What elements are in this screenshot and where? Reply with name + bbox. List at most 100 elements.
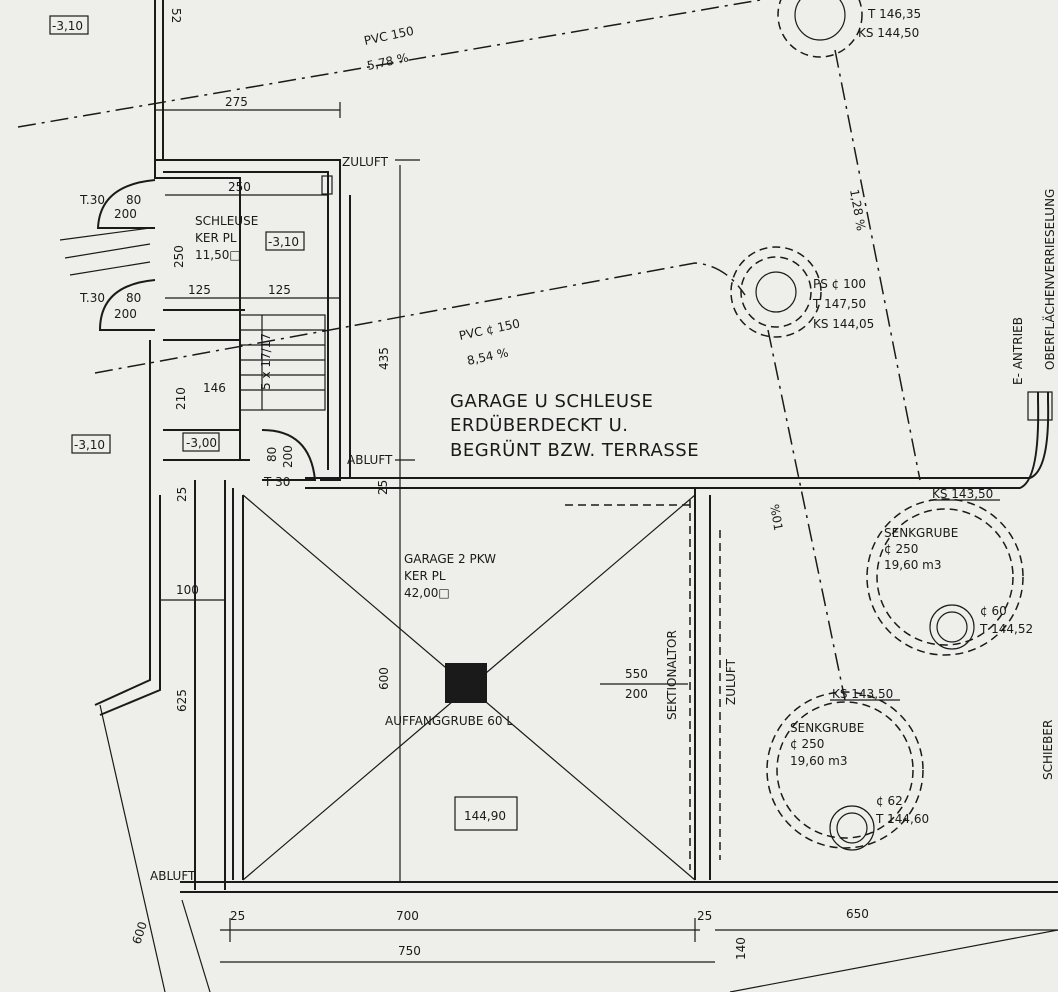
slope-top: 5,78 % xyxy=(366,51,410,73)
dim-b25a: 25 xyxy=(230,909,245,923)
pit2-name: SENKGRUBE xyxy=(790,721,864,735)
senkgrube-2 xyxy=(766,691,924,851)
garage-floor: KER PL xyxy=(404,569,446,583)
sektionaltor-label: SEKTIONALTOR xyxy=(665,630,679,720)
dim-b140: 140 xyxy=(734,937,748,960)
schleuse-right-double xyxy=(339,160,351,478)
dim-146: 146 xyxy=(203,381,226,395)
schleuse-walls xyxy=(154,159,341,481)
ks-upper: KS 143,50 xyxy=(932,487,993,501)
dim-b750: 750 xyxy=(398,944,421,958)
door-bottom-width: 80 xyxy=(126,291,141,305)
garage-name: GARAGE 2 PKW xyxy=(404,552,496,566)
dim-b600: 600 xyxy=(130,920,150,946)
dim-200: 200 xyxy=(625,687,648,701)
pit2-vol: 19,60 m3 xyxy=(790,754,848,768)
abluft-bottom: ABLUFT xyxy=(150,869,196,883)
door-bottom-height: 200 xyxy=(114,307,137,321)
level-schleuse: -3,10 xyxy=(268,235,299,249)
dim-bottom-line-1 xyxy=(220,918,700,942)
drain-line-diag xyxy=(767,329,846,701)
door-small-height: 200 xyxy=(281,445,295,468)
dim-275: 275 xyxy=(225,95,248,109)
small-room-box xyxy=(182,432,220,452)
slope-right: 1,28 % xyxy=(847,188,868,232)
pit2-t: T 144,60 xyxy=(875,812,929,826)
dim-210: 210 xyxy=(174,387,188,410)
dim-275-line xyxy=(155,102,341,118)
sektionaltor-track xyxy=(689,500,721,870)
dim-b700: 700 xyxy=(396,909,419,923)
schleuse-name: SCHLEUSE xyxy=(195,214,258,228)
pit1-dia: ¢ 250 xyxy=(884,542,918,556)
garage-bottom-wall xyxy=(180,881,1058,893)
left-slope-line xyxy=(99,704,166,992)
ps-manhole xyxy=(730,246,822,338)
ps-t: T 147,50 xyxy=(812,297,866,311)
pvc-pipe-mid xyxy=(94,262,746,374)
pvc-pipe-top xyxy=(17,0,761,128)
ps-label: PS ¢ 100 xyxy=(813,277,866,291)
drain-line-right xyxy=(834,49,921,481)
door-small-label: T 30 xyxy=(263,475,290,489)
left-slope-line-2 xyxy=(181,899,211,992)
dim-125b: 125 xyxy=(268,283,291,297)
dim-b25b: 25 xyxy=(697,909,712,923)
main-label-3: BEGRÜNT BZW. TERRASSE xyxy=(450,439,699,461)
property-wall-left xyxy=(154,0,164,165)
top-number: 52 xyxy=(169,8,183,23)
dim-125a: 125 xyxy=(188,283,211,297)
level-box-left-mid xyxy=(71,434,111,454)
pvc-top: PVC 150 xyxy=(363,24,415,48)
dim-550: 550 xyxy=(625,667,648,681)
ks-lower: KS 143,50 xyxy=(832,687,893,701)
garage-pit: AUFFANGGRUBE 60 L xyxy=(385,714,513,728)
main-label-1: GARAGE U SCHLEUSE xyxy=(450,391,653,412)
dim-600: 600 xyxy=(377,667,391,690)
left-corridor-wall xyxy=(94,340,161,716)
collection-pit xyxy=(445,663,487,703)
pit1-vol: 19,60 m3 xyxy=(884,558,942,572)
main-label-2: ERDÜBERDECKT U. xyxy=(450,414,628,436)
pit1-t: T 144,52 xyxy=(979,622,1033,636)
door-arc-bottom xyxy=(98,279,156,331)
dim-100: 100 xyxy=(176,583,199,597)
zuluft-top: ZULUFT xyxy=(342,155,389,169)
ps-ks: KS 144,05 xyxy=(813,317,874,331)
senkgrube-1 xyxy=(866,498,1024,656)
dim-b650: 650 xyxy=(846,907,869,921)
garage-top-wall xyxy=(305,392,1050,489)
schleuse-column xyxy=(321,175,333,195)
garage-area: 42,00□ xyxy=(404,586,450,600)
level-box-top-left xyxy=(49,15,89,35)
slope-diag: %01 xyxy=(767,503,785,532)
garage-left-wall xyxy=(232,488,244,880)
dim-625: 625 xyxy=(175,689,189,712)
garage-right-wall xyxy=(694,488,711,880)
dim-25b: 25 xyxy=(376,480,390,495)
level-garage-floor: 144,90 xyxy=(464,809,506,823)
schieber-label: SCHIEBER xyxy=(1041,720,1055,780)
door-arc-top xyxy=(96,179,156,229)
door-top-height: 200 xyxy=(114,207,137,221)
manhole-top-t: T 146,35 xyxy=(867,7,921,21)
level-top-left: -3,10 xyxy=(52,19,83,33)
dim-435: 435 xyxy=(377,347,391,370)
abluft-mid: ABLUFT xyxy=(347,453,393,467)
pit2-dia: ¢ 250 xyxy=(790,737,824,751)
stair-label: 5 x 17/17 xyxy=(259,333,273,390)
left-passage-walls xyxy=(194,480,226,890)
right-vertical-label: OBERFLÄCHENVERRIESELUNG xyxy=(1042,189,1057,370)
schleuse-area: 11,50□ xyxy=(195,248,241,262)
door-top-width: 80 xyxy=(126,193,141,207)
door-bottom-label: T.30 xyxy=(79,291,105,305)
dim-250b: 250 xyxy=(172,245,186,268)
pit2-shaft: ¢ 62 xyxy=(876,794,903,808)
floor-level-box xyxy=(454,796,518,831)
level-box-schleuse xyxy=(265,231,305,251)
antrieb-box xyxy=(1027,391,1053,421)
door-small-width: 80 xyxy=(265,447,279,462)
level-left-mid: -3,10 xyxy=(74,438,105,452)
dim-25a: 25 xyxy=(175,487,189,502)
